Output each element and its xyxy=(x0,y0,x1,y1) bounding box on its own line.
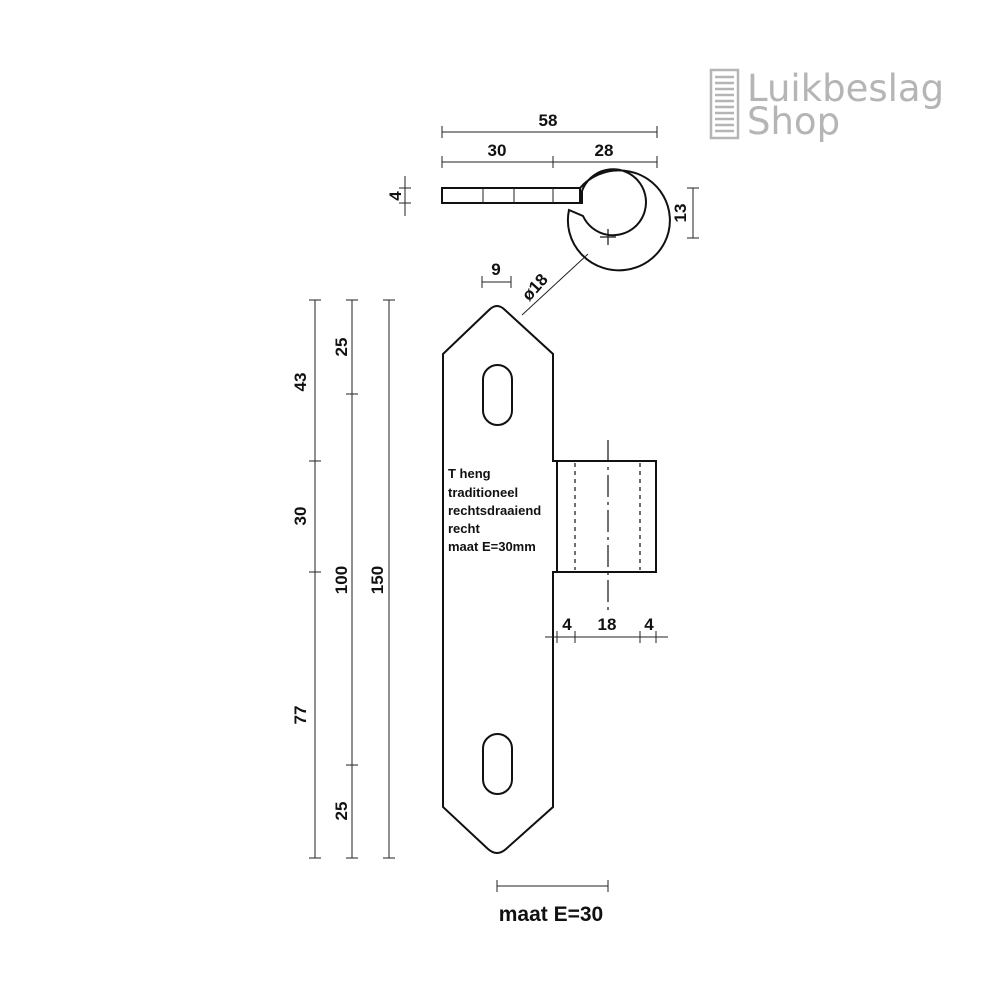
top-view-eye xyxy=(566,168,671,272)
dim-knuckle-left-label: 4 xyxy=(562,615,572,634)
dim-outer-top-label: 43 xyxy=(291,373,310,392)
note-line-2: traditioneel xyxy=(448,485,518,500)
note-line-4: recht xyxy=(448,521,480,536)
product-note: T heng traditioneel rechtsdraaiend recht… xyxy=(448,466,541,554)
dim-diameter-label: ø18 xyxy=(518,270,552,304)
dim-left-width-label: 30 xyxy=(488,141,507,160)
note-line-1: T heng xyxy=(448,466,491,481)
top-view-plate xyxy=(441,187,583,204)
dim-thickness: 4 xyxy=(386,176,411,216)
top-view: 58 30 28 4 13 9 xyxy=(386,111,699,316)
dim-knuckle-right-label: 4 xyxy=(644,615,654,634)
dim-middle-top-label: 25 xyxy=(332,338,351,357)
dim-slot-spacing: 9 xyxy=(481,260,512,288)
dim-outer-bottom-label: 77 xyxy=(291,706,310,725)
note-line-3: rechtsdraaiend xyxy=(448,503,541,518)
dim-column-middle: 25 100 25 xyxy=(332,299,358,859)
mounting-slot-top xyxy=(482,364,513,426)
dim-knuckle: 4 18 4 xyxy=(545,615,668,643)
dim-outer-middle-label: 30 xyxy=(291,507,310,526)
drawing-caption: maat E=30 xyxy=(499,903,604,926)
hinge-plate xyxy=(442,305,558,854)
dim-column-total: 150 xyxy=(368,299,395,859)
dim-eye-height-label: 13 xyxy=(671,204,690,223)
dim-middle-bottom-label: 25 xyxy=(332,802,351,821)
eye-center-mark xyxy=(600,229,616,245)
dim-middle-spacing-label: 100 xyxy=(332,566,351,594)
hinge-knuckle xyxy=(556,460,657,573)
dim-slot-spacing-label: 9 xyxy=(491,260,500,279)
logo-text-line2: Shop xyxy=(747,100,840,143)
logo-text-line1: Luikbeslag xyxy=(747,67,944,110)
logo-icon xyxy=(709,68,740,140)
dim-diameter: ø18 xyxy=(518,253,589,316)
dim-e-size xyxy=(496,880,609,892)
front-view: T heng traditioneel rechtsdraaiend recht… xyxy=(291,299,668,892)
dim-total-width-label: 58 xyxy=(539,111,558,130)
brand-logo: Luikbeslag Shop xyxy=(709,67,944,143)
dim-column-outer: 43 30 77 xyxy=(291,299,321,859)
mounting-slot-bottom xyxy=(482,733,513,795)
dim-thickness-label: 4 xyxy=(386,191,405,201)
dim-right-width-label: 28 xyxy=(595,141,614,160)
knuckle-bore-lines xyxy=(574,463,641,570)
dim-eye-height: 13 xyxy=(671,187,699,239)
dim-knuckle-bore-label: 18 xyxy=(598,615,617,634)
dim-total-height-label: 150 xyxy=(368,566,387,594)
dim-total-width: 58 xyxy=(441,111,658,138)
note-line-5: maat E=30mm xyxy=(448,539,536,554)
dim-split-width: 30 28 xyxy=(441,141,658,168)
